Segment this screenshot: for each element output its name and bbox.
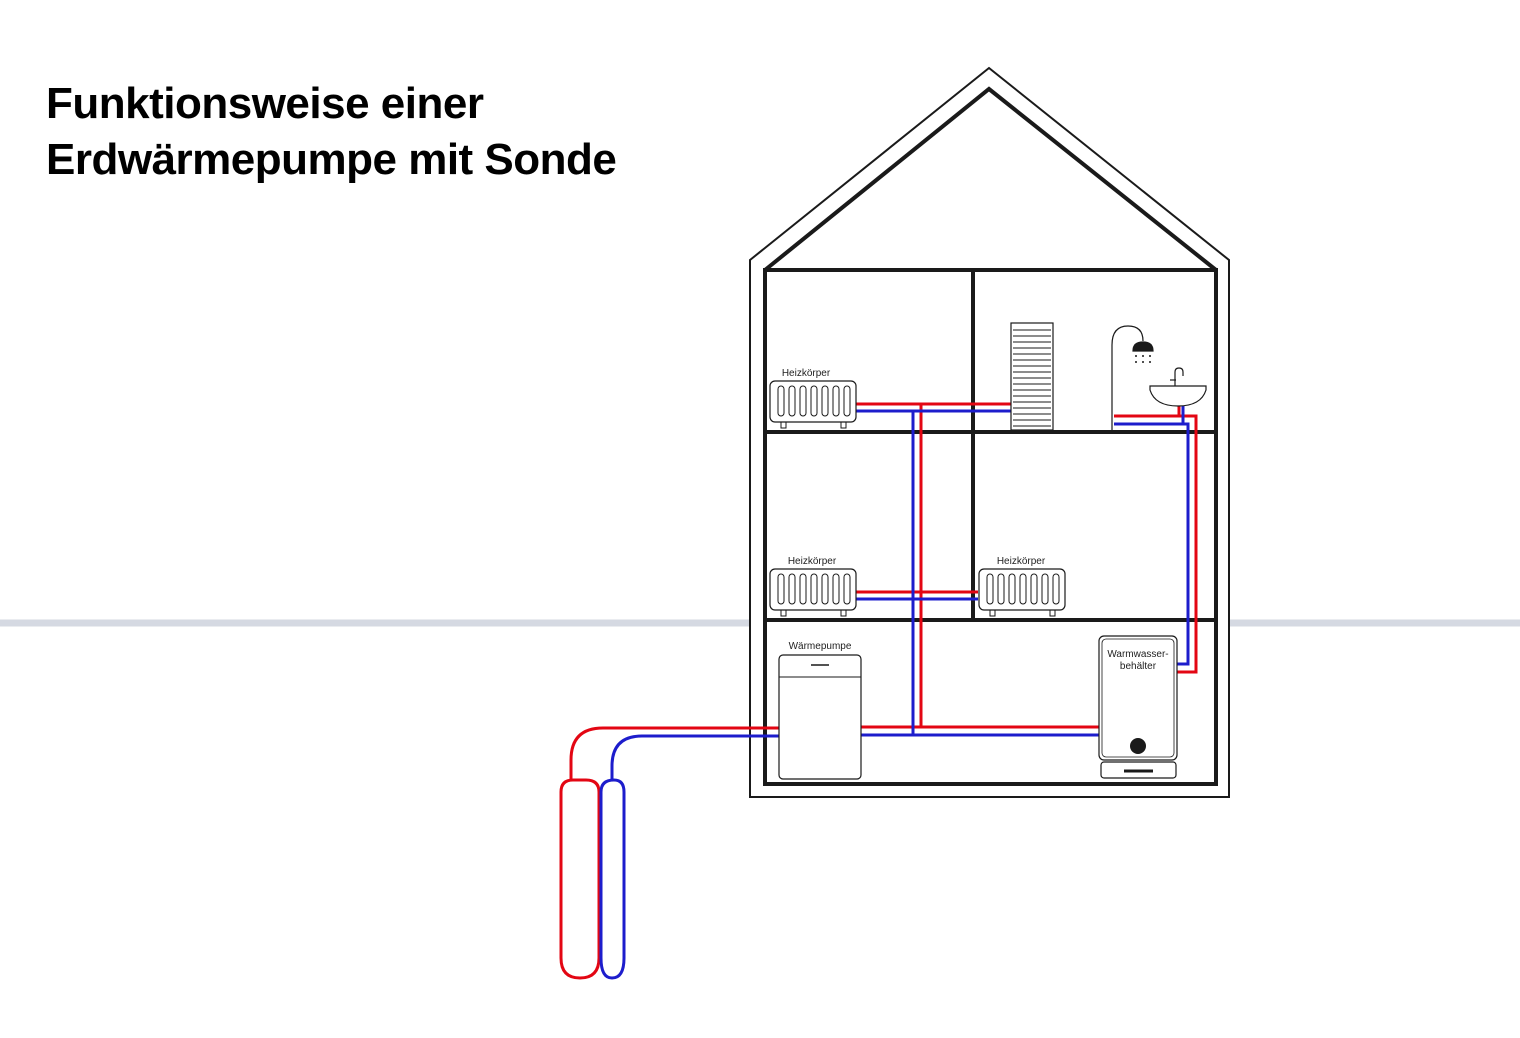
page-title: Funktionsweise einer Erdwärmepumpe mit S…: [46, 76, 617, 188]
shower-icon: [1111, 325, 1154, 430]
radiator-mid-left-label: Heizkörper: [788, 556, 837, 567]
water-tank: Warmwasser- behälter: [1098, 635, 1178, 779]
water-tank-label-1: Warmwasser-: [1107, 649, 1168, 660]
radiator-top-label: Heizkörper: [782, 368, 831, 379]
radiator-mid-left: Heizkörper: [769, 556, 857, 617]
radiator-mid-right: Heizkörper: [978, 556, 1066, 617]
heat-pump-label: Wärmepumpe: [789, 641, 852, 652]
radiator-mid-right-label: Heizkörper: [997, 556, 1046, 567]
radiator-top: Heizkörper: [769, 368, 857, 429]
towel-radiator: [1010, 322, 1054, 431]
pipes: [559, 402, 1198, 980]
title-line-1: Funktionsweise einer: [46, 79, 484, 128]
heat-pump: Wärmepumpe: [778, 641, 862, 780]
water-tank-label-2: behälter: [1120, 661, 1157, 672]
sink-icon: [1149, 367, 1207, 407]
house-outline: [749, 66, 1230, 798]
ground-probe: [559, 726, 779, 980]
return-pipes: [856, 406, 1190, 737]
supply-pipes: [856, 402, 1198, 729]
title-line-2: Erdwärmepumpe mit Sonde: [46, 135, 617, 184]
